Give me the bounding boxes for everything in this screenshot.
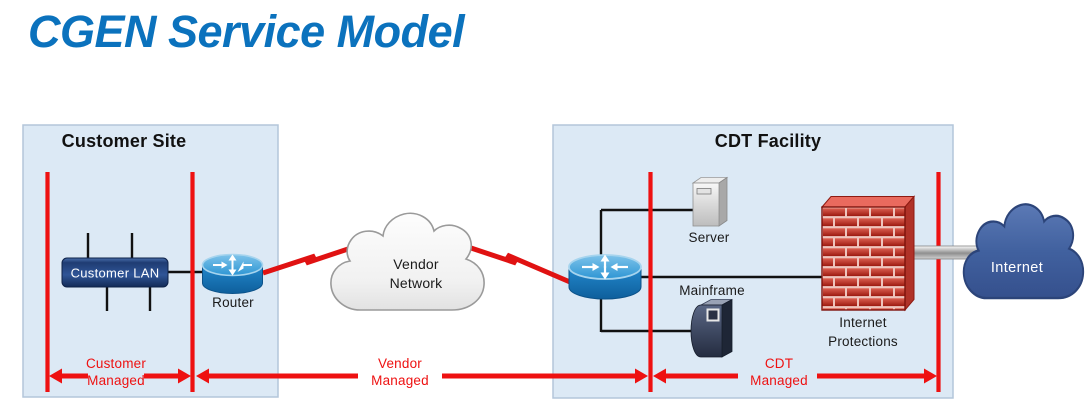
router-label: Router bbox=[212, 295, 254, 310]
vendor-managed-line1: Vendor bbox=[377, 356, 422, 371]
lan-drop-lines bbox=[86, 233, 152, 311]
vendor-network-label: Vendor Network bbox=[390, 255, 443, 293]
vendor-managed-label: Vendor Managed bbox=[371, 356, 429, 389]
lan-bus-icon bbox=[61, 257, 169, 288]
vendor-network-line2: Network bbox=[389, 275, 443, 291]
customer-managed-arrow bbox=[49, 368, 191, 384]
customer-site-title: Customer Site bbox=[61, 131, 187, 151]
internet-label: Internet bbox=[990, 260, 1044, 276]
server-label: Server bbox=[688, 230, 730, 245]
customer-managed-line2: Managed bbox=[87, 372, 145, 388]
demarcation-lines bbox=[45, 172, 941, 392]
mainframe-label: Mainframe bbox=[679, 283, 745, 298]
internet-protections-line1: Internet bbox=[839, 315, 887, 330]
customer-lan-label: Customer LAN bbox=[70, 265, 160, 281]
internet-protections-line2: Protections bbox=[828, 334, 898, 349]
cdt-managed-line2: Managed bbox=[750, 372, 808, 388]
page-title: CGEN Service Model bbox=[28, 6, 465, 57]
vendor-managed-arrow bbox=[196, 368, 648, 384]
router-cylinder-icon bbox=[568, 254, 642, 300]
router-cylinder-icon bbox=[201, 253, 264, 294]
cloud-icon bbox=[962, 203, 1085, 300]
server-tower-icon bbox=[691, 176, 729, 227]
vendor-managed-line2: Managed bbox=[371, 372, 429, 388]
customer-managed-label: Customer Managed bbox=[86, 356, 146, 389]
cdt-managed-arrow bbox=[653, 368, 937, 384]
lightning-link-icon bbox=[262, 238, 373, 276]
cdt-managed-line1: CDT bbox=[764, 356, 794, 371]
managed-span-arrows bbox=[49, 368, 937, 384]
cdt-managed-label: CDT Managed bbox=[750, 356, 808, 389]
lightning-link-icon bbox=[461, 242, 571, 285]
cdt-facility-title: CDT Facility bbox=[714, 131, 822, 151]
vendor-network-line1: Vendor bbox=[393, 256, 439, 272]
brick-wall-icon bbox=[820, 195, 916, 312]
internet-protections-label: Internet Protections bbox=[828, 313, 898, 351]
mainframe-tower-icon bbox=[690, 298, 733, 358]
comm-links bbox=[262, 238, 571, 285]
customer-managed-line1: Customer bbox=[85, 356, 147, 371]
